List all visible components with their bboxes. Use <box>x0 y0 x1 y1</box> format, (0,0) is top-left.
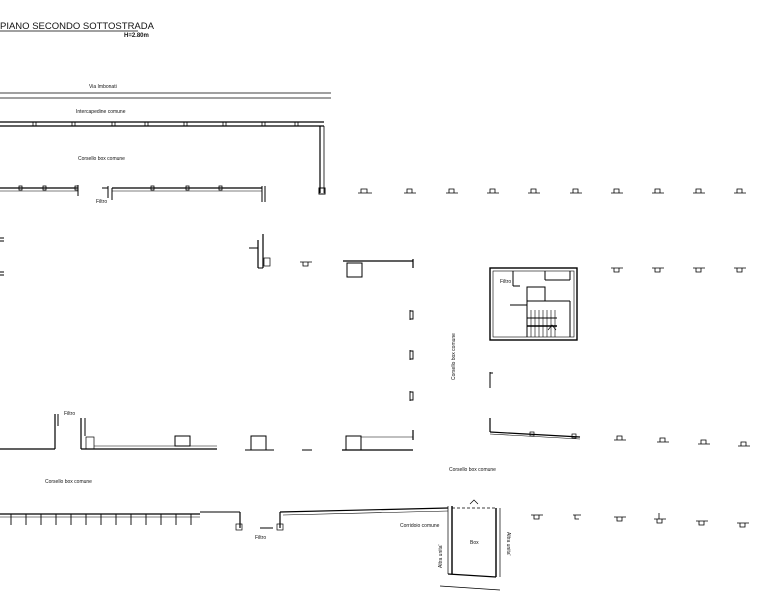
label-filter-mid: Filtro <box>64 411 75 417</box>
label-filter-top: Filtro <box>96 199 107 205</box>
label-filter-stair: Filtro <box>500 279 511 285</box>
label-box: Box <box>470 540 479 546</box>
stair-block <box>489 267 578 341</box>
label-cavity: Intercapedine comune <box>76 109 126 115</box>
label-other-unit-right: Altra unita' <box>505 532 511 556</box>
page-title: PIANO SECONDO SOTTOSTRADA <box>0 21 155 32</box>
label-aisle-bottom-right: Corsello box comune <box>449 467 496 473</box>
label-aisle-bottom-left: Corsello box comune <box>45 479 92 485</box>
box-unit <box>439 499 501 591</box>
label-street: Via Imbonati <box>89 84 117 90</box>
label-other-unit-left: Altra unita' <box>438 544 444 568</box>
label-aisle-vertical: Corsello box comune <box>451 333 457 380</box>
label-aisle-top: Corsello box comune <box>78 156 125 162</box>
height-note: H=2.80m <box>124 33 149 39</box>
label-corridor: Corridoio comune <box>400 523 440 529</box>
label-filter-bottom: Filtro <box>255 535 266 541</box>
